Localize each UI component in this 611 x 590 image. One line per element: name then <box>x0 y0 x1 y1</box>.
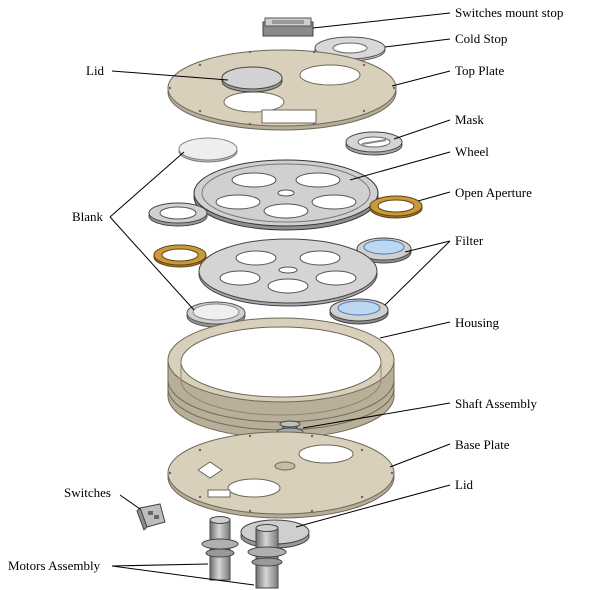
label-housing: Housing <box>455 315 500 330</box>
label-shaft-assembly: Shaft Assembly <box>455 396 537 411</box>
label-base-plate: Base Plate <box>455 437 510 452</box>
housing-part <box>167 317 395 439</box>
blank-top-part <box>178 137 238 163</box>
label-blank: Blank <box>72 209 104 224</box>
blank-lower-part <box>186 301 246 328</box>
mask-part <box>345 131 403 156</box>
label-filter: Filter <box>455 233 484 248</box>
label-lid-bottom: Lid <box>455 477 474 492</box>
filter-blue-lower-part <box>329 298 389 325</box>
wheel-lower-part <box>198 238 378 307</box>
label-motors-assembly: Motors Assembly <box>8 558 101 573</box>
motors-assembly-part <box>201 516 287 589</box>
top-plate-bolt-holes <box>168 50 396 126</box>
switches-mount-stop-part <box>262 17 314 37</box>
base-plate-part <box>167 431 395 519</box>
label-open-aperture: Open Aperture <box>455 185 532 200</box>
label-lid-top: Lid <box>86 63 105 78</box>
label-wheel: Wheel <box>455 144 489 159</box>
label-top-plate: Top Plate <box>455 63 505 78</box>
label-switches-mount-stop: Switches mount stop <box>455 5 564 20</box>
label-mask: Mask <box>455 112 484 127</box>
switches-part <box>136 503 166 531</box>
base-plate-bolt-holes <box>168 434 394 513</box>
filter-holder-left-part <box>148 202 208 227</box>
label-cold-stop: Cold Stop <box>455 31 508 46</box>
top-plate-part <box>167 49 397 131</box>
label-switches: Switches <box>64 485 111 500</box>
lid-top-part <box>221 66 283 93</box>
gold-ring-part <box>153 244 207 268</box>
wheel-part <box>193 159 379 231</box>
filter-blue-top-part <box>356 237 412 264</box>
open-aperture-part <box>369 195 423 219</box>
leader-lines <box>109 12 451 586</box>
